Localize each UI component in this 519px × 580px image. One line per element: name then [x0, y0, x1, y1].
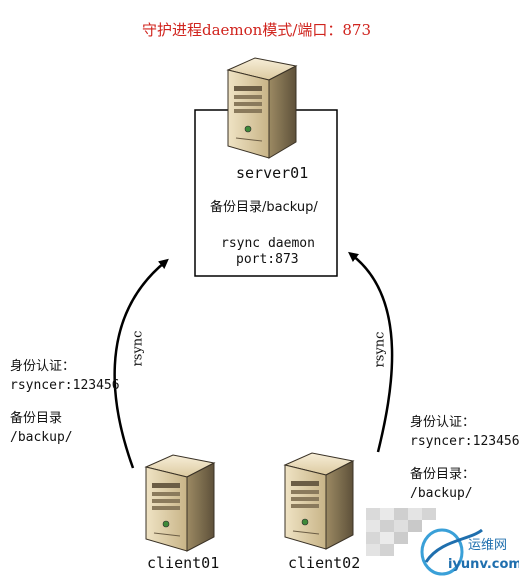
- client01-name: client01: [147, 554, 220, 572]
- client01-backup-label: 备份目录: [10, 411, 63, 426]
- server-computer-icon: [226, 57, 298, 159]
- client02-name: client02: [288, 554, 361, 572]
- server-name: server01: [236, 164, 309, 182]
- client02-auth-value: rsyncer:123456: [410, 434, 519, 449]
- watermark: 运维网 iyunv.com: [418, 528, 519, 580]
- client02-computer-icon: [283, 452, 355, 550]
- client01-auth-value: rsyncer:123456: [10, 378, 120, 393]
- arrow-client02-to-server: [348, 251, 394, 453]
- arrow-label-right: rsync: [372, 331, 388, 368]
- page-title: 守护进程daemon模式/端口：873: [142, 21, 372, 39]
- watermark-text-en: iyunv.com: [448, 557, 519, 572]
- client01-backup-path: /backup/: [10, 430, 73, 445]
- arrow-label-left: rsync: [130, 330, 146, 367]
- watermark-logo-icon: [420, 528, 483, 576]
- client02-auth-label: 身份认证：: [410, 415, 476, 430]
- arrow-client01-to-server: [113, 258, 169, 469]
- client02-backup-label: 备份目录：: [410, 467, 476, 482]
- client01-computer-icon: [144, 454, 216, 552]
- watermark-text-cn: 运维网: [468, 538, 508, 553]
- server-service-line1: rsync daemon: [221, 236, 315, 251]
- mosaic-blur-area: [366, 508, 436, 556]
- server-backup-dir: 备份目录/backup/: [210, 200, 318, 215]
- server-service-line2: port:873: [236, 252, 299, 267]
- client02-backup-path: /backup/: [410, 486, 473, 501]
- client01-auth-label: 身份认证：: [10, 359, 76, 374]
